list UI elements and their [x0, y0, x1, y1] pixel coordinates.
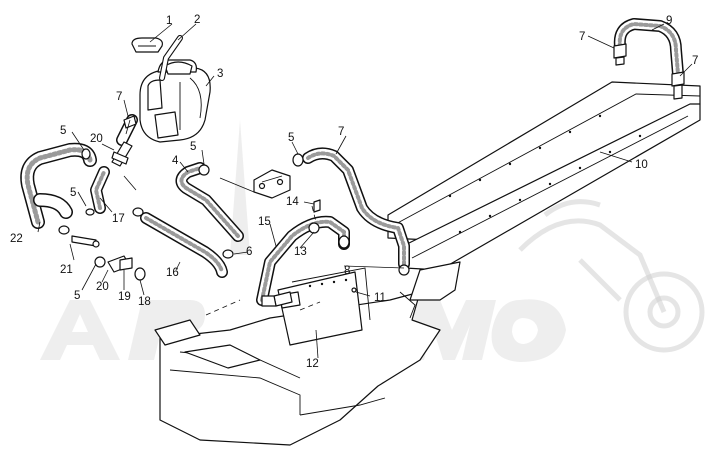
- clamp-5-upper-left: [81, 148, 91, 160]
- thermostat-housing: [253, 169, 291, 199]
- callout-11: 12: [306, 358, 319, 370]
- callout-20-lower: 21: [60, 264, 73, 276]
- clamp-12: [308, 222, 350, 249]
- callout-4: 4: [172, 155, 179, 167]
- clamp-5-hose15: [222, 249, 234, 259]
- callout-6: 7: [338, 126, 344, 138]
- callout-13: 14: [286, 196, 299, 208]
- clamp-7-tunnel: [398, 264, 410, 276]
- bleed-screw-13: [313, 199, 321, 213]
- callout-5-upper-left: 5: [60, 125, 66, 137]
- reservoir-vent-hose: [159, 35, 183, 81]
- callout-labels: 1 2 3 4 5 5 5 5 5 7 7 7 7 8 9 10 11 12 1…: [10, 14, 698, 370]
- clamp-7-rail-right: [671, 71, 685, 100]
- heat-exchanger-rail: [387, 81, 701, 271]
- callout-19: 20: [96, 281, 109, 293]
- callout-20-upper: 20: [90, 133, 103, 145]
- callout-7-tunnel: 8: [344, 265, 350, 277]
- fittings: [58, 43, 685, 307]
- callout-17: 18: [138, 296, 151, 308]
- callout-21: 22: [10, 233, 23, 245]
- callout-5-left: 5: [70, 187, 76, 199]
- callout-7-rail-left: 7: [579, 31, 585, 43]
- callout-5-hose4: 5: [190, 141, 196, 153]
- leader-lines: [37, 23, 693, 359]
- hose-end-couplers: [261, 291, 293, 307]
- connector-20-lower: [71, 235, 100, 248]
- callout-16: 17: [112, 213, 125, 225]
- hose-15: [140, 212, 228, 278]
- callout-9: 10: [635, 159, 648, 171]
- clamp-5-lower-left: [94, 256, 106, 268]
- callout-10: 11: [374, 292, 386, 304]
- hose-16: [90, 166, 110, 214]
- fitting-18: [119, 257, 133, 271]
- coolant-reservoir: [139, 59, 211, 143]
- hose-4: [175, 162, 244, 242]
- bolt-10: [351, 287, 357, 293]
- callout-3: 3: [217, 68, 223, 80]
- clamp-7-reservoir: [123, 115, 137, 129]
- callout-5-lower-left: 5: [74, 290, 80, 302]
- clamp-17: [134, 267, 146, 281]
- chassis-tunnel: [154, 261, 461, 446]
- hose-8: [613, 18, 684, 80]
- callout-1: 1: [166, 15, 172, 27]
- callout-7-reservoir: 7: [116, 91, 122, 103]
- watermark-spire: [230, 120, 250, 255]
- callout-12: 13: [294, 246, 307, 258]
- clamp-small-16: [132, 207, 144, 217]
- hose-21: [20, 142, 97, 229]
- tee-fitting-20: [111, 141, 133, 167]
- clamp-5-center: [292, 153, 304, 167]
- reservoir-cap: [131, 37, 163, 53]
- hose-6: [302, 147, 410, 270]
- callout-8: 9: [666, 15, 672, 27]
- callout-7-rail-right: 7: [692, 55, 698, 67]
- callout-14: 15: [258, 216, 271, 228]
- rivet-dots: [448, 114, 642, 234]
- callout-2: 2: [194, 14, 200, 26]
- callout-5-center: 5: [288, 132, 294, 144]
- callout-5-hose15: 6: [246, 246, 252, 258]
- callout-15: 16: [166, 267, 179, 279]
- clamp-5-left: [58, 208, 95, 235]
- clamp-7-rail-left: [613, 43, 627, 66]
- clamp-5-hose4: [198, 164, 210, 176]
- callout-18: 19: [118, 291, 131, 303]
- routing-lines: [205, 205, 321, 316]
- watermark-motorcycle: [518, 199, 705, 353]
